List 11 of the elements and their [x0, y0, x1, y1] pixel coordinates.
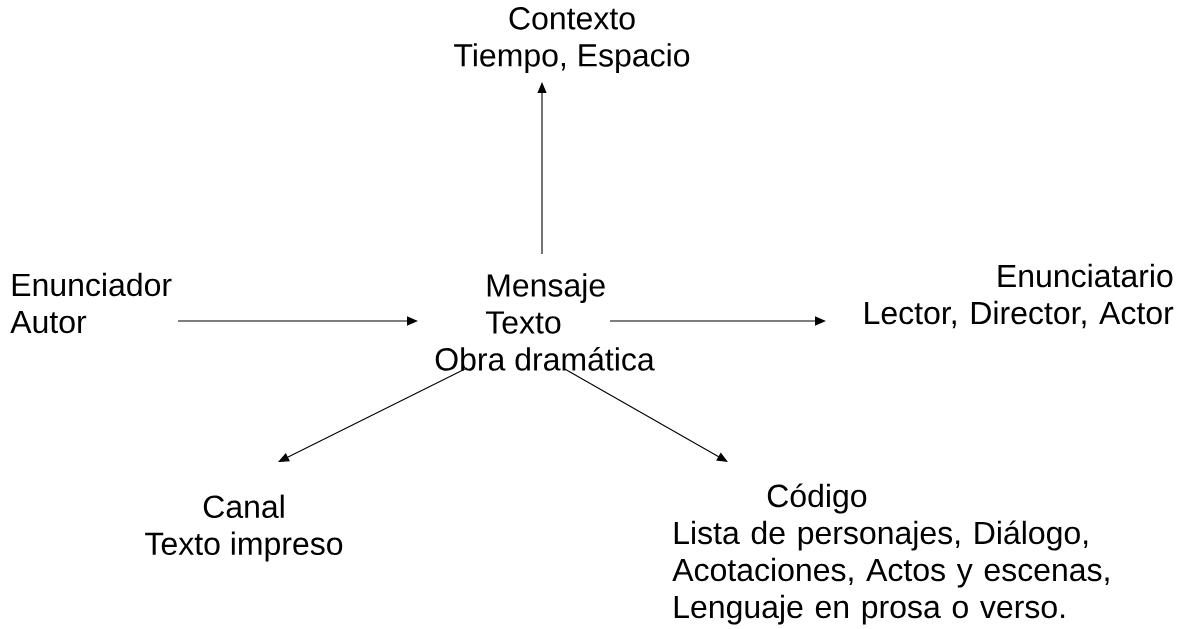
arrow — [177, 316, 418, 326]
arrow — [537, 82, 547, 255]
node-text: Mensaje Texto Obra dramática — [435, 273, 655, 371]
node-text: Enunciador Autor — [10, 272, 172, 334]
node-text: Código Lista de personajes, Diálogo, Acotaciones, Actos y escenas, Lenguaje en prosa o verso. — [672, 483, 1109, 625]
node-text: Contexto Tiempo, Espacio — [454, 7, 690, 73]
node-text: Enunciatario Lector, Director, Actor — [865, 263, 1174, 329]
arrow — [562, 367, 728, 462]
arrow — [278, 367, 468, 462]
arrow — [609, 316, 826, 326]
node-text: Canal Texto impreso — [145, 494, 343, 562]
